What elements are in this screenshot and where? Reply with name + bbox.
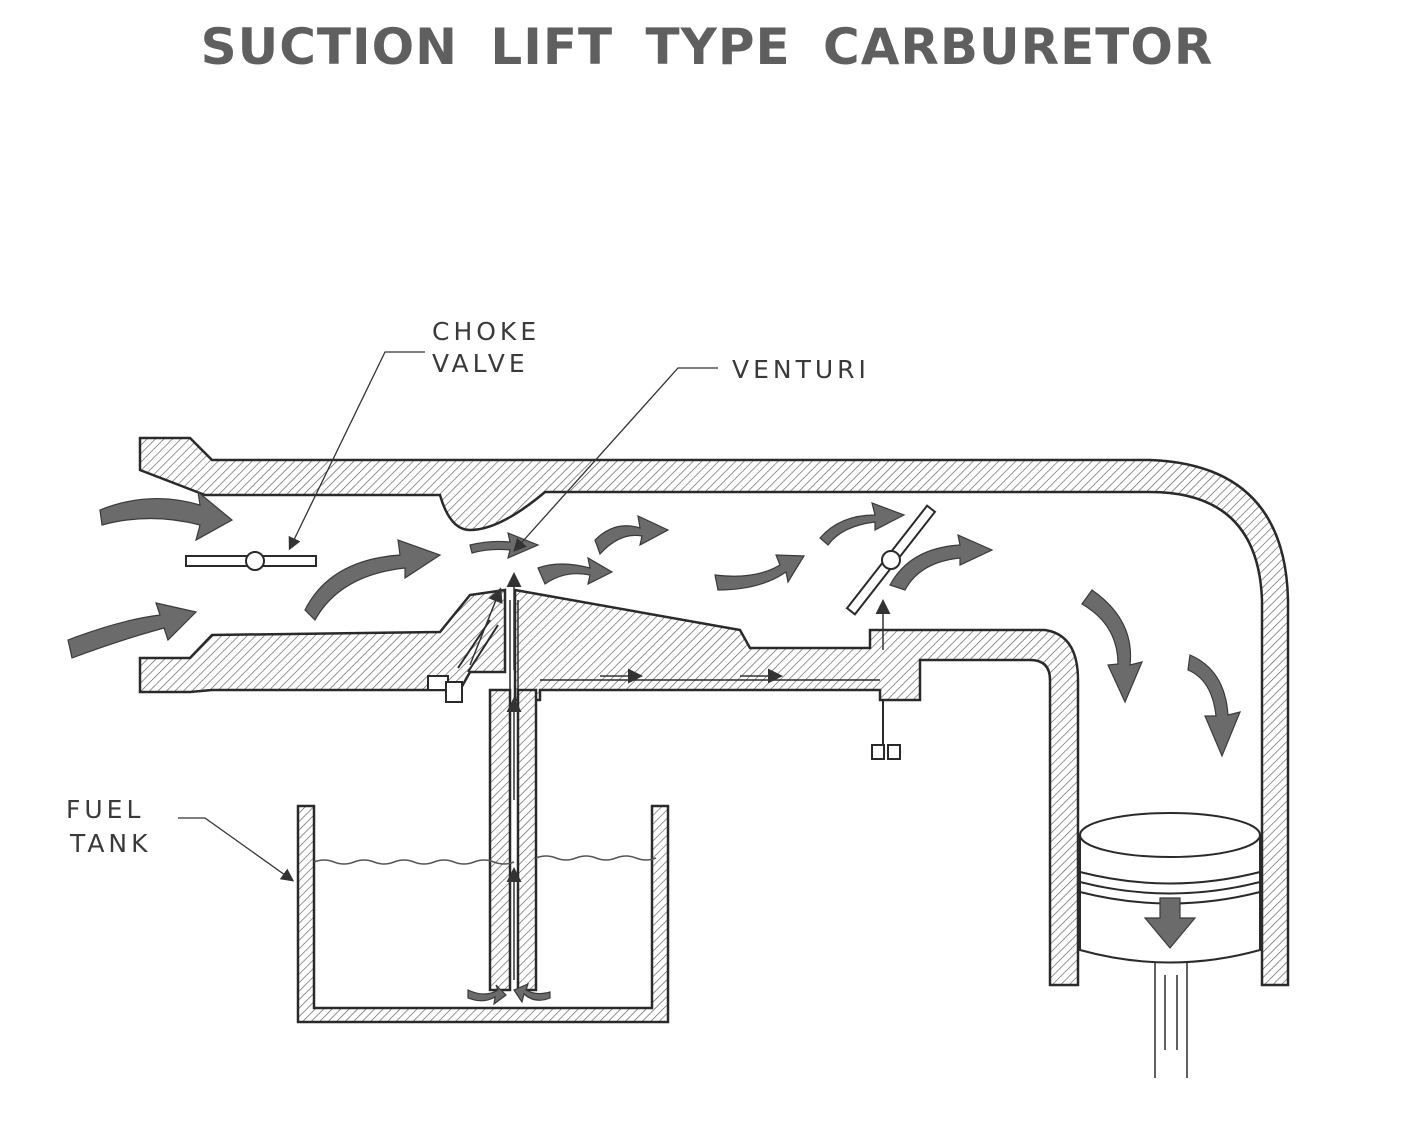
label-tank: TANK	[69, 829, 152, 858]
fuel-tank	[296, 804, 670, 1024]
arrow-icon	[99, 490, 234, 542]
label-choke: CHOKE	[432, 317, 540, 346]
leader-lines	[178, 351, 718, 882]
main-jet-screw	[871, 700, 901, 760]
arrow-icon	[67, 602, 198, 659]
fuel-flow-arrows	[469, 572, 891, 980]
label-venturi: VENTURI	[732, 355, 870, 384]
arrow-icon	[469, 532, 540, 560]
label-fuel: FUEL	[66, 795, 144, 824]
arrow-icon	[819, 502, 906, 546]
diagram-title: SUCTION LIFT TYPE CARBURETOR	[200, 18, 1214, 76]
arrow-icon	[594, 514, 670, 556]
arrow-icon	[714, 554, 806, 591]
choke-valve	[185, 551, 317, 571]
arrow-icon	[1081, 589, 1144, 704]
arrow-icon	[304, 539, 442, 621]
arrow-icon	[537, 556, 614, 586]
label-valve: VALVE	[432, 349, 529, 378]
fuel-level	[313, 855, 657, 865]
arrow-icon	[513, 982, 551, 1004]
upper-barrel-wall	[138, 436, 1290, 987]
arrow-icon	[889, 533, 994, 591]
arrow-icon	[1187, 654, 1242, 758]
throttle-valve	[845, 504, 937, 616]
fuel-pickup-tube-right	[516, 688, 538, 992]
airflow-arrows	[67, 490, 1242, 1006]
piston	[1079, 812, 1261, 964]
lower-barrel-wall	[138, 588, 507, 694]
fuel-pickup-tube-left	[488, 688, 512, 992]
arrow-icon	[467, 984, 507, 1006]
venturi-block	[513, 588, 1080, 987]
arrow-icon	[1143, 897, 1197, 949]
connecting-rod	[1154, 962, 1188, 1078]
